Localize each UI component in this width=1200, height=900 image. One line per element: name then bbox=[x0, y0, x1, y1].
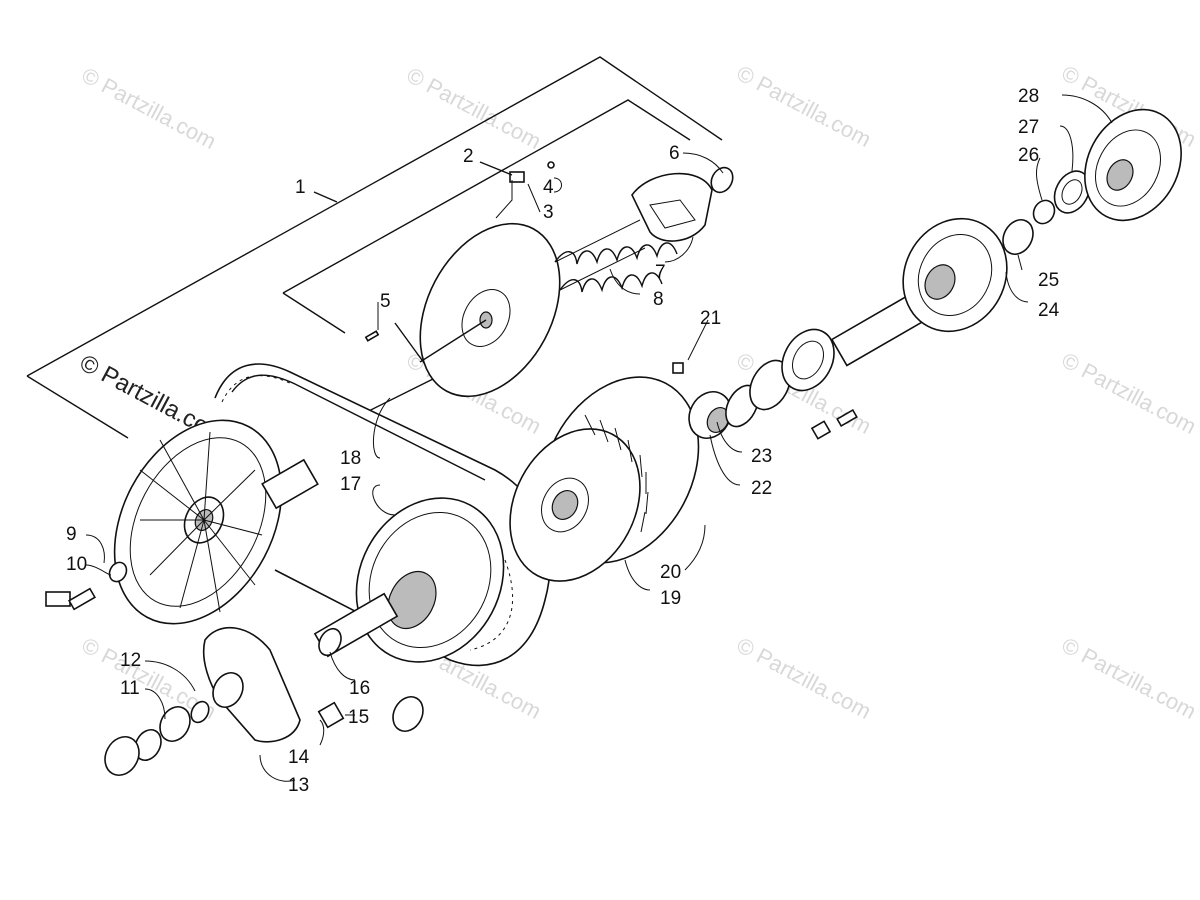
callout-1: 1 bbox=[295, 177, 306, 198]
callout-9: 9 bbox=[66, 524, 77, 545]
bushing bbox=[1032, 199, 1056, 225]
callout-8: 8 bbox=[653, 289, 664, 310]
clutch-drum bbox=[1084, 108, 1182, 222]
watermark: © Partzilla.com bbox=[1058, 347, 1200, 439]
needle-bearing bbox=[1053, 170, 1091, 214]
bearing bbox=[749, 328, 835, 411]
callout-25: 25 bbox=[1038, 270, 1059, 291]
drive-clutch bbox=[313, 497, 505, 663]
callout-4: 4 bbox=[543, 177, 554, 198]
callout-10: 10 bbox=[66, 554, 87, 575]
callout-24: 24 bbox=[1038, 300, 1060, 321]
callout-16: 16 bbox=[349, 678, 370, 699]
callout-13: 13 bbox=[288, 775, 309, 796]
cam-spider bbox=[631, 172, 713, 242]
callout-18: 18 bbox=[340, 448, 361, 469]
callout-20: 20 bbox=[660, 562, 681, 583]
watermark: © Partzilla.com bbox=[733, 60, 876, 152]
callout-14: 14 bbox=[288, 747, 310, 768]
driven-sheave bbox=[113, 419, 319, 625]
callout-5: 5 bbox=[380, 291, 391, 312]
bolt bbox=[672, 362, 684, 374]
bushing bbox=[688, 391, 732, 439]
callout-17: 17 bbox=[340, 474, 361, 495]
watermark: © Partzilla.com bbox=[78, 62, 221, 154]
callout-21: 21 bbox=[700, 308, 721, 329]
watermark: © Partzilla.com bbox=[1058, 632, 1200, 724]
callout-6: 6 bbox=[669, 143, 680, 164]
callout-15: 15 bbox=[348, 707, 369, 728]
lower-parts bbox=[45, 561, 424, 776]
spring bbox=[554, 219, 678, 293]
leader-lines bbox=[85, 94, 1113, 782]
nut bbox=[810, 420, 832, 440]
callout-2: 2 bbox=[463, 146, 474, 167]
callout-7: 7 bbox=[655, 262, 666, 283]
fixed-sheave bbox=[509, 376, 700, 582]
callout-19: 19 bbox=[660, 588, 681, 609]
callout-11: 11 bbox=[120, 678, 140, 699]
small-screw bbox=[547, 161, 555, 169]
watermark: © Partzilla.com bbox=[733, 632, 876, 724]
callout-12: 12 bbox=[120, 650, 141, 671]
callout-23: 23 bbox=[751, 446, 772, 467]
callout-26: 26 bbox=[1018, 145, 1039, 166]
callout-22: 22 bbox=[751, 478, 772, 499]
callout-28: 28 bbox=[1018, 86, 1039, 107]
spacer-ring bbox=[1002, 219, 1034, 255]
callout-3: 3 bbox=[543, 202, 554, 223]
snap-ring bbox=[710, 166, 734, 194]
callout-labels: 1 2 3 4 5 6 7 8 9 10 11 12 13 14 15 16 1… bbox=[66, 86, 1060, 796]
bushing-block bbox=[509, 171, 525, 183]
callout-27: 27 bbox=[1018, 117, 1039, 138]
clutch-shaft bbox=[830, 217, 1008, 367]
moveable-sheave bbox=[364, 222, 561, 398]
watermark: © Partzilla.com bbox=[403, 62, 546, 154]
bolt bbox=[836, 408, 858, 428]
